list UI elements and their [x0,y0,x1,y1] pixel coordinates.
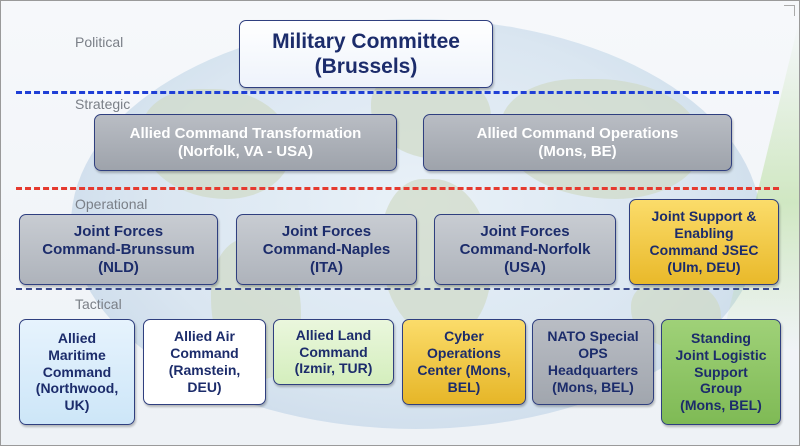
band-label-tactical: Tactical [75,296,122,312]
band-label-operational: Operational [75,196,148,212]
jsec-label: Joint Support & Enabling Command JSEC (U… [649,208,759,275]
corner-mark [784,5,795,16]
allied-command-transformation-box: Allied Command Transformation (Norfolk, … [94,114,397,171]
allied-land-command-label: Allied Land Command (Izmir, TUR) [294,326,373,377]
nato-special-ops-hq-box: NATO Special OPS Headquarters (Mons, BEL… [532,319,654,405]
allied-air-command-label: Allied Air Command (Ramstein, DEU) [168,328,241,395]
allied-maritime-command-label: Allied Maritime Command (Northwood, UK) [35,330,119,414]
cyber-operations-center-box: Cyber Operations Center (Mons, BEL) [402,319,526,405]
allied-command-operations-label: Allied Command Operations (Mons, BE) [476,124,679,160]
strategic-divider-line [16,91,779,94]
jfc-norfolk-box: Joint Forces Command-Norfolk (USA) [434,214,616,285]
tactical-divider-line [16,288,779,290]
jfc-norfolk-label: Joint Forces Command-Norfolk (USA) [459,222,591,276]
military-committee-box: Military Committee (Brussels) [239,20,493,88]
jfc-naples-label: Joint Forces Command-Naples (ITA) [262,222,391,276]
allied-command-operations-box: Allied Command Operations (Mons, BE) [423,114,732,171]
band-label-political: Political [75,34,124,50]
jsec-box: Joint Support & Enabling Command JSEC (U… [629,199,779,285]
allied-maritime-command-box: Allied Maritime Command (Northwood, UK) [19,319,135,425]
jfc-naples-box: Joint Forces Command-Naples (ITA) [236,214,417,285]
allied-command-transformation-label: Allied Command Transformation (Norfolk, … [129,124,362,160]
band-label-strategic: Strategic [75,96,131,112]
cyber-operations-center-label: Cyber Operations Center (Mons, BEL) [417,328,511,395]
allied-air-command-box: Allied Air Command (Ramstein, DEU) [143,319,266,405]
operational-divider-line [16,187,779,190]
nato-special-ops-hq-label: NATO Special OPS Headquarters (Mons, BEL… [547,328,639,395]
military-committee-label: Military Committee (Brussels) [272,29,460,78]
jfc-brunssum-label: Joint Forces Command-Brunssum (NLD) [42,222,195,276]
jfc-brunssum-box: Joint Forces Command-Brunssum (NLD) [19,214,218,285]
standing-joint-logistic-support-group-label: Standing Joint Logistic Support Group (M… [675,330,767,414]
allied-land-command-box: Allied Land Command (Izmir, TUR) [273,319,394,385]
standing-joint-logistic-support-group-box: Standing Joint Logistic Support Group (M… [661,319,781,425]
